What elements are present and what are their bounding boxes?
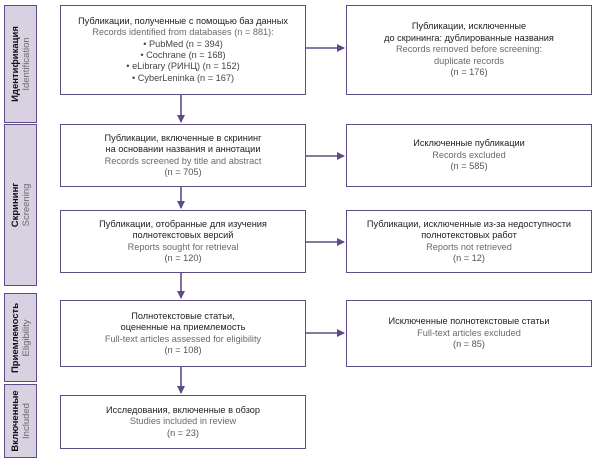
- identified-item-elibrary: • eLibrary (РИНЦ) (n = 152): [126, 61, 240, 72]
- assessed-ru1: Полнотекстовые статьи,: [131, 310, 235, 321]
- box-fulltext-excluded: Исключенные полнотекстовые статьи Full-t…: [346, 300, 592, 367]
- identified-item-pubmed: • PubMed (n = 394): [143, 38, 223, 49]
- box-records-screened: Публикации, включенные в скрининг на осн…: [60, 124, 306, 187]
- box-reports-not-retrieved: Публикации, исключенные из-за недоступно…: [346, 210, 592, 273]
- screened-count: (n = 705): [164, 166, 202, 177]
- assessed-ru2: оцененные на приемлемость: [120, 322, 246, 333]
- excluded-count: (n = 585): [450, 161, 488, 172]
- screened-ru1: Публикации, включенные в скрининг: [104, 132, 262, 143]
- included-count: (n = 23): [167, 427, 199, 438]
- assessed-count: (n = 108): [164, 344, 202, 355]
- included-en: Studies included in review: [129, 416, 237, 427]
- ft-excluded-en: Full-text articles excluded: [417, 327, 521, 338]
- ft-excluded-count: (n = 85): [453, 339, 485, 350]
- box-records-identified: Публикации, полученные с помощью баз дан…: [60, 5, 306, 95]
- sought-ru1: Публикации, отобранные для изучения: [99, 218, 267, 229]
- not-retrieved-ru1: Публикации, исключенные из-за недоступно…: [366, 218, 572, 229]
- phase-eligibility: Приемлемость Eligibility: [4, 293, 37, 382]
- phase-screening: Скрининг Screening: [4, 124, 37, 286]
- identified-item-cochrane: • Cochrane (n = 168): [140, 50, 226, 60]
- screened-en: Records screened by title and abstract: [104, 155, 262, 166]
- identified-en: Records identified from databases (n = 8…: [92, 27, 274, 38]
- box-records-excluded: Исключенные публикации Records excluded …: [346, 124, 592, 187]
- box-assessed-eligibility: Полнотекстовые статьи, оцененные на прие…: [60, 300, 306, 367]
- not-retrieved-count: (n = 12): [453, 252, 485, 263]
- phase-identification: Идентификация Identification: [4, 5, 37, 123]
- excluded-en: Records excluded: [432, 149, 506, 160]
- identified-item-cyberleninka: • CyberLeninka (n = 167): [131, 72, 235, 83]
- removed-en2: duplicate records: [434, 55, 504, 66]
- phase-included: Включенные Included: [4, 384, 37, 458]
- excluded-ru: Исключенные публикации: [413, 138, 525, 149]
- assessed-en: Full-text articles assessed for eligibil…: [104, 333, 262, 344]
- box-reports-sought: Публикации, отобранные для изучения полн…: [60, 210, 306, 273]
- identified-ru: Публикации, полученные с помощью баз дан…: [78, 15, 288, 26]
- removed-en1: Records removed before screening:: [395, 44, 543, 55]
- not-retrieved-en: Reports not retrieved: [426, 241, 512, 252]
- sought-ru2: полнотекстовых версий: [132, 230, 234, 241]
- removed-count: (n = 176): [450, 67, 488, 78]
- box-records-removed: Публикации, исключенные до скрининга: ду…: [346, 5, 592, 95]
- removed-ru1: Публикации, исключенные: [411, 21, 527, 32]
- removed-ru2: до скрининга: дублированные названия: [384, 32, 554, 43]
- screened-ru2: на основании названия и аннотации: [105, 144, 261, 155]
- sought-en: Reports sought for retrieval: [127, 241, 239, 252]
- included-ru: Исследования, включенные в обзор: [106, 404, 260, 415]
- ft-excluded-ru: Исключенные полнотекстовые статьи: [388, 316, 550, 327]
- sought-count: (n = 120): [164, 252, 202, 263]
- not-retrieved-ru2: полнотекстовых работ: [421, 230, 517, 241]
- box-studies-included: Исследования, включенные в обзор Studies…: [60, 395, 306, 449]
